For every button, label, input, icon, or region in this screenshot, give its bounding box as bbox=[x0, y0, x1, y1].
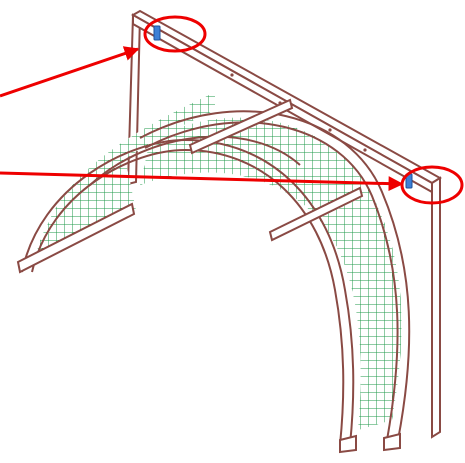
callout-left-sensor bbox=[143, 15, 207, 53]
frame-foot-left bbox=[339, 434, 357, 454]
mesh-panel-main bbox=[140, 117, 402, 431]
mesh-panel-left bbox=[35, 158, 136, 262]
arrow-to-right-sensor bbox=[0, 171, 404, 192]
bolt-holes bbox=[230, 73, 367, 152]
right-post bbox=[431, 176, 441, 439]
arch-rib-outer bbox=[139, 110, 411, 441]
mesh-panel-back bbox=[40, 92, 215, 258]
blue-sensor-icon bbox=[153, 25, 161, 41]
cross-beam-1 bbox=[188, 98, 294, 155]
callouts bbox=[0, 15, 464, 205]
arch-rib-mid bbox=[89, 135, 301, 186]
cross-beam-2 bbox=[268, 186, 364, 242]
frame-foot-right bbox=[383, 432, 401, 452]
base-beam bbox=[16, 202, 136, 274]
arrow-to-left-post bbox=[0, 46, 140, 98]
arch-rib-outer-inner bbox=[144, 121, 399, 441]
arch-rib-front-inner bbox=[31, 148, 345, 446]
